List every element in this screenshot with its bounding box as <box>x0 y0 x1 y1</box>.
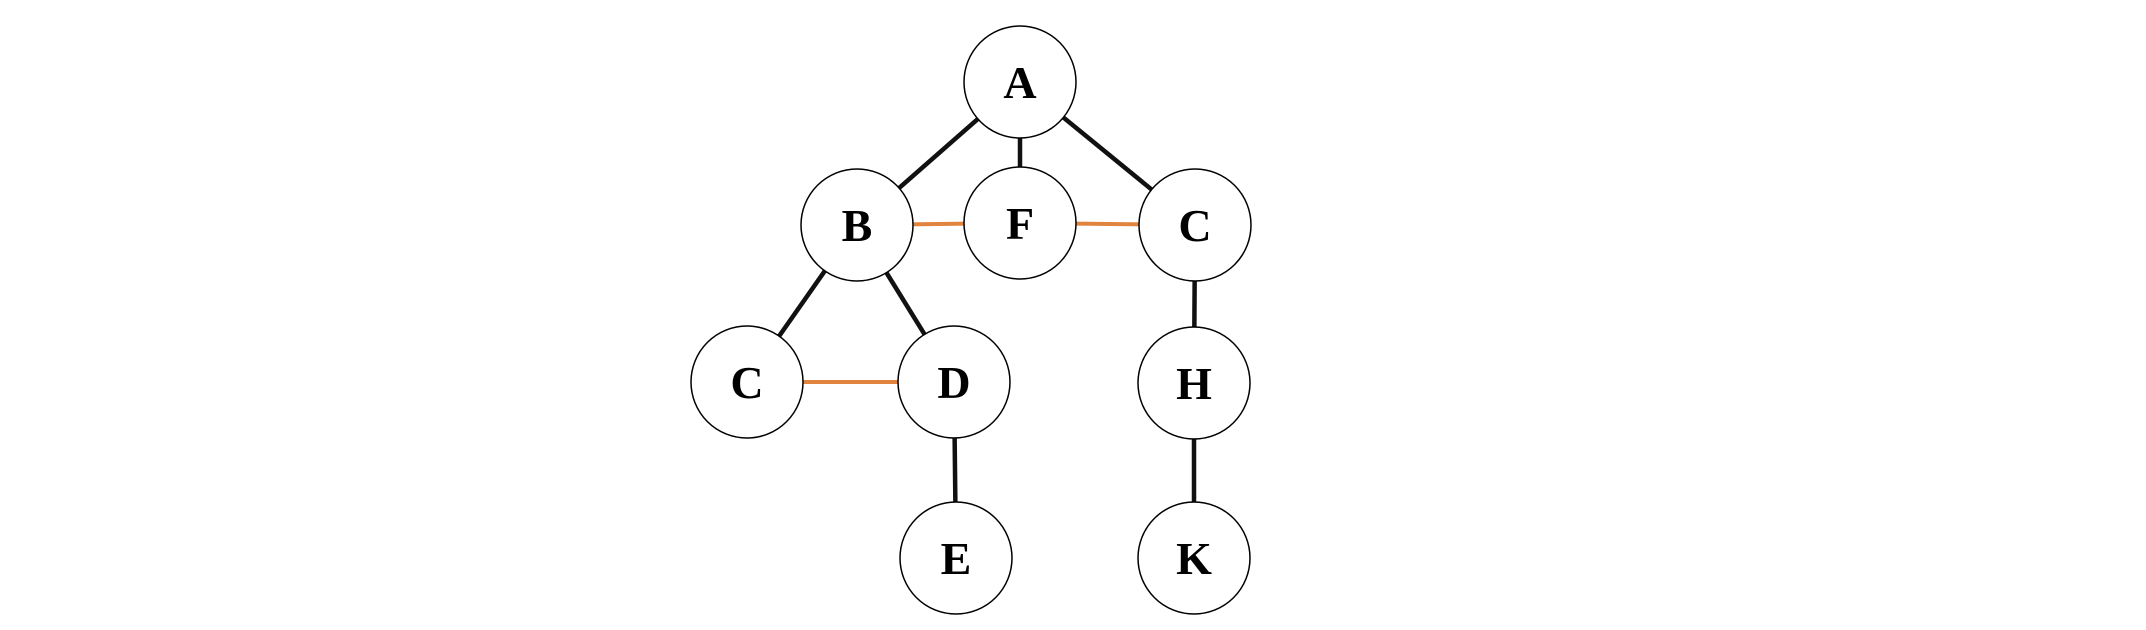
node-circle-B <box>800 168 914 282</box>
node-D: D <box>897 325 1011 439</box>
node-circle-H <box>1137 326 1251 440</box>
node-C1: C <box>1138 168 1252 282</box>
node-label-F: F <box>1006 198 1034 249</box>
node-circle-C1 <box>1138 168 1252 282</box>
node-E: E <box>899 501 1013 615</box>
node-circle-E <box>899 501 1013 615</box>
node-label-H: H <box>1176 358 1212 409</box>
node-label-B: B <box>842 200 873 251</box>
node-label-E: E <box>941 533 972 584</box>
node-F: F <box>963 166 1077 280</box>
node-label-C2: C <box>730 357 763 408</box>
node-label-K: K <box>1176 533 1212 584</box>
node-circle-F <box>963 166 1077 280</box>
node-K: K <box>1137 501 1251 615</box>
node-A: A <box>963 25 1077 139</box>
node-C2: C <box>690 325 804 439</box>
node-label-D: D <box>937 357 970 408</box>
node-H: H <box>1137 326 1251 440</box>
node-label-C1: C <box>1178 200 1211 251</box>
node-circle-A <box>963 25 1077 139</box>
node-B: B <box>800 168 914 282</box>
node-circle-K <box>1137 501 1251 615</box>
node-circle-D <box>897 325 1011 439</box>
node-label-A: A <box>1003 57 1036 108</box>
node-circle-C2 <box>690 325 804 439</box>
